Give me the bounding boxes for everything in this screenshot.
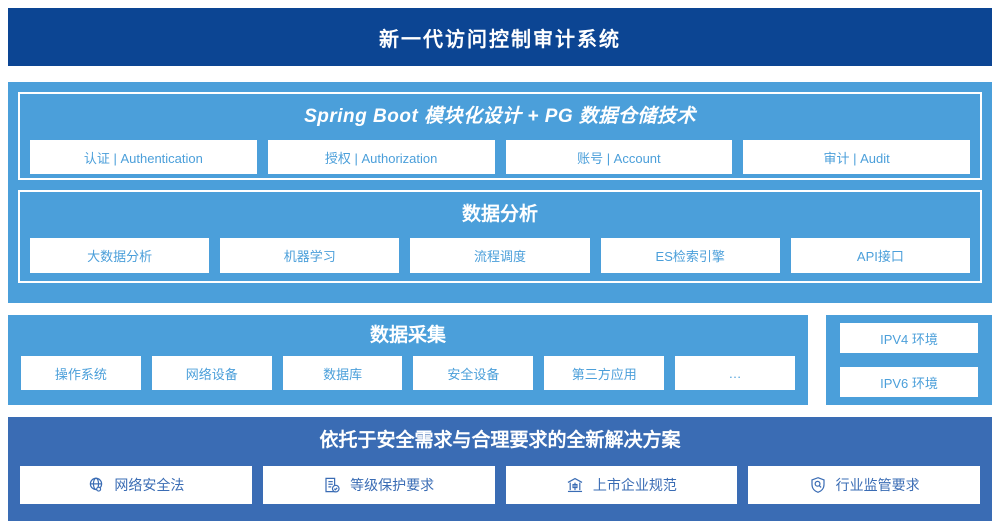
card-cybersecurity-law[interactable]: 网络安全法	[20, 466, 252, 504]
application-layer-panel: Spring Boot 模块化设计 + PG 数据仓储技术 认证 | Authe…	[8, 82, 992, 303]
page-title: 新一代访问控制审计系统	[379, 28, 621, 51]
card-process-scheduling[interactable]: 流程调度	[410, 238, 590, 273]
collection-layer-row: 数据采集 操作系统 网络设备 数据库 安全设备 第三方应用 …	[8, 315, 992, 405]
card-more-ellipsis[interactable]: …	[675, 356, 795, 390]
compliance-layer-panel: 依托于安全需求与合理要求的全新解决方案 网络安全法	[8, 417, 992, 521]
data-collection-title: 数据采集	[369, 325, 446, 346]
card-machine-learning[interactable]: 机器学习	[220, 238, 400, 273]
card-label: API接口	[856, 249, 904, 264]
data-collection-card-row: 操作系统 网络设备 数据库 安全设备 第三方应用 …	[21, 356, 795, 390]
card-label: 账号 | Account	[577, 150, 661, 166]
data-analysis-title: 数据分析	[461, 204, 538, 225]
spring-boot-section: Spring Boot 模块化设计 + PG 数据仓储技术 认证 | Authe…	[18, 92, 982, 180]
card-audit[interactable]: 审计 | Audit	[743, 140, 970, 174]
card-label: 第三方应用	[571, 366, 637, 382]
card-label: 网络设备	[185, 366, 238, 382]
card-account[interactable]: 账号 | Account	[505, 140, 733, 174]
card-label: 数据库	[323, 366, 363, 382]
shield-search-icon	[809, 476, 827, 494]
globe-icon	[87, 476, 105, 494]
bank-building-icon	[566, 476, 584, 494]
card-label: IPV4 环境	[880, 331, 938, 347]
card-label: 行业监管要求	[835, 477, 920, 493]
spring-boot-card-row: 认证 | Authentication 授权 | Authorization 账…	[30, 140, 970, 174]
page-header: 新一代访问控制审计系统	[8, 8, 992, 66]
card-authorization[interactable]: 授权 | Authorization	[267, 140, 495, 174]
card-label: 流程调度	[474, 249, 527, 264]
card-label: 机器学习	[283, 249, 336, 264]
card-operating-system[interactable]: 操作系统	[21, 356, 141, 390]
card-label: …	[728, 365, 742, 381]
card-classified-protection[interactable]: 等级保护要求	[262, 466, 495, 504]
data-analysis-card-row: 大数据分析 机器学习 流程调度 ES检索引擎 API接口	[30, 238, 971, 273]
spring-boot-title: Spring Boot 模块化设计 + PG 数据仓储技术	[304, 106, 696, 127]
card-label: 审计 | Audit	[823, 150, 890, 166]
card-listed-enterprise-standard[interactable]: 上市企业规范	[505, 466, 738, 504]
card-label: 上市企业规范	[592, 477, 677, 493]
card-api-interface[interactable]: API接口	[790, 238, 971, 273]
card-label: ES检索引擎	[655, 249, 725, 264]
ip-environment-panel: IPV4 环境 IPV6 环境	[826, 315, 992, 405]
document-check-icon	[323, 476, 341, 494]
card-label: 等级保护要求	[350, 477, 435, 493]
card-label: 操作系统	[54, 366, 107, 382]
card-ipv4-environment[interactable]: IPV4 环境	[840, 323, 978, 353]
compliance-card-row: 网络安全法 等级保护要求	[20, 466, 980, 504]
card-label: 安全设备	[447, 366, 500, 382]
data-collection-panel: 数据采集 操作系统 网络设备 数据库 安全设备 第三方应用 …	[8, 315, 808, 405]
card-label: 大数据分析	[87, 249, 153, 264]
card-label: IPV6 环境	[880, 375, 938, 391]
data-analysis-section: 数据分析 大数据分析 机器学习 流程调度 ES检索引擎 API接口	[18, 190, 982, 283]
card-big-data-analysis[interactable]: 大数据分析	[30, 238, 210, 273]
card-industry-regulation[interactable]: 行业监管要求	[748, 466, 980, 504]
card-third-party-app[interactable]: 第三方应用	[544, 356, 665, 390]
card-database[interactable]: 数据库	[282, 356, 403, 390]
card-label: 认证 | Authentication	[83, 150, 203, 166]
card-label: 授权 | Authorization	[324, 150, 438, 166]
card-es-search-engine[interactable]: ES检索引擎	[600, 238, 780, 273]
card-network-device[interactable]: 网络设备	[151, 356, 272, 390]
card-security-device[interactable]: 安全设备	[413, 356, 534, 390]
card-label: 网络安全法	[114, 477, 185, 493]
compliance-title: 依托于安全需求与合理要求的全新解决方案	[319, 430, 681, 451]
card-authentication[interactable]: 认证 | Authentication	[30, 140, 257, 174]
card-ipv6-environment[interactable]: IPV6 环境	[840, 367, 978, 397]
